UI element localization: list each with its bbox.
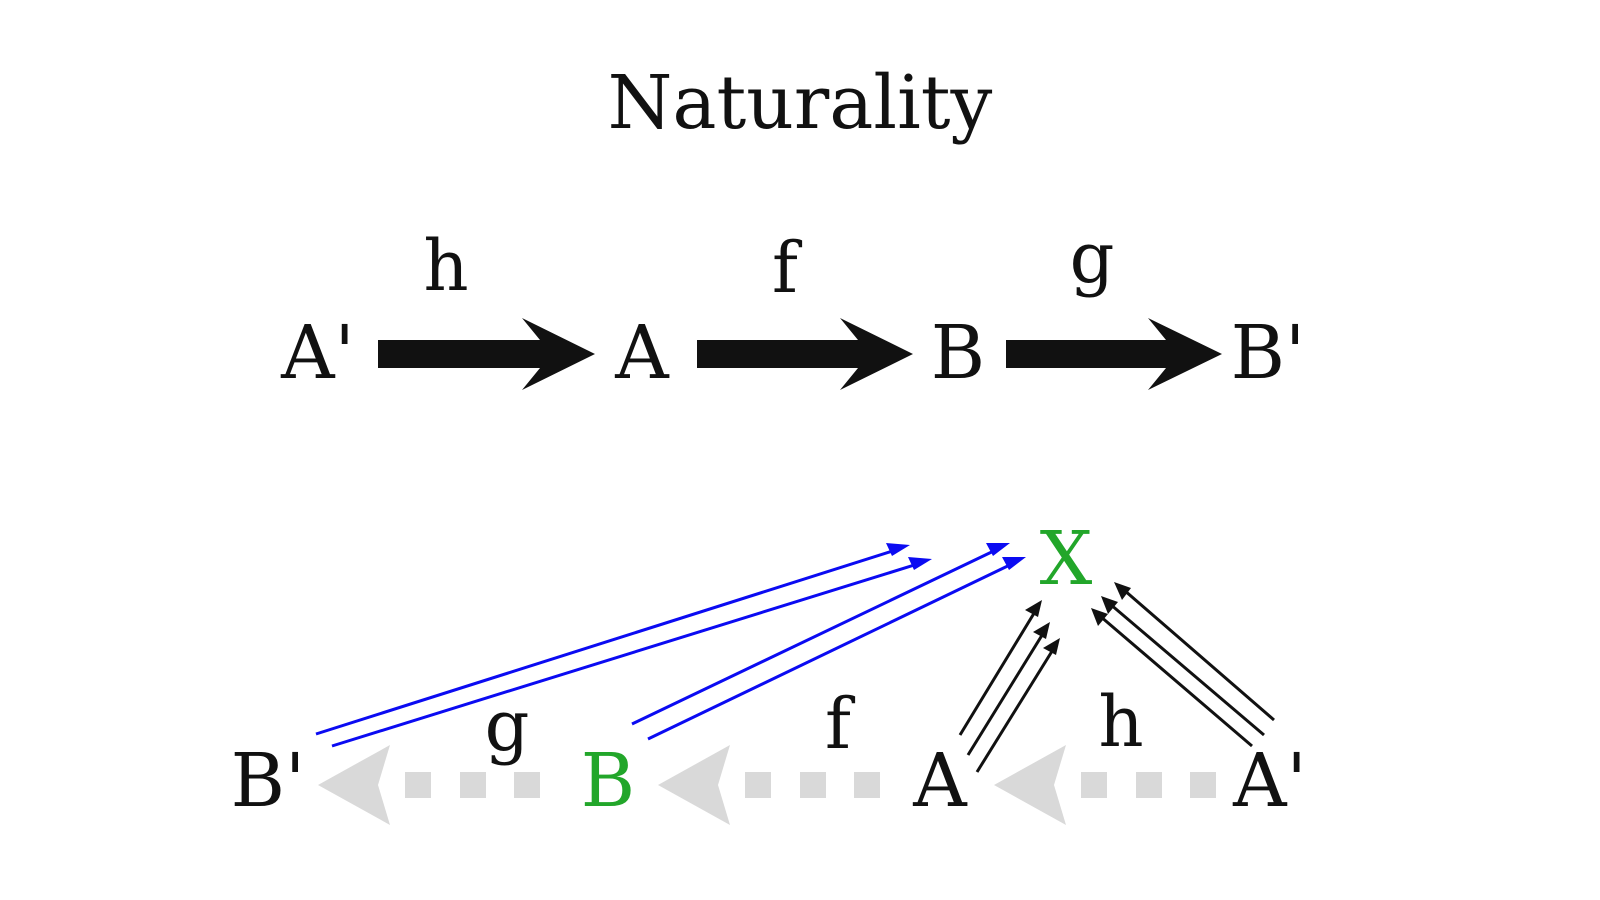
arrowheads-a-prime bbox=[1091, 582, 1131, 626]
top-morphism-g: g bbox=[1070, 217, 1115, 299]
arrows-a-prime-to-x bbox=[1099, 588, 1275, 748]
bottom-morphism-h: h bbox=[1098, 681, 1143, 763]
arrows-a-to-x bbox=[958, 609, 1056, 773]
faded-arrow-h bbox=[994, 745, 1216, 825]
arrows-b-to-x bbox=[631, 546, 1017, 741]
top-row: A' A B B' h f g bbox=[280, 217, 1305, 396]
page-title: Naturality bbox=[608, 60, 993, 146]
bottom-object-b-prime: B' bbox=[231, 738, 306, 824]
bottom-object-a-prime: A' bbox=[1232, 738, 1307, 824]
faded-arrow-f bbox=[658, 745, 880, 825]
arrows-b-prime-to-x bbox=[315, 546, 925, 748]
top-object-a-prime: A' bbox=[280, 310, 355, 396]
top-object-b: B bbox=[931, 310, 985, 396]
arrowheads-b bbox=[986, 543, 1026, 570]
top-morphism-h: h bbox=[423, 225, 468, 307]
apex-object-x: X bbox=[1040, 516, 1093, 602]
bottom-object-a: A bbox=[912, 738, 968, 824]
top-arrow-h bbox=[378, 318, 595, 390]
top-arrow-f bbox=[697, 318, 913, 390]
bottom-morphism-g: g bbox=[485, 685, 530, 767]
arrowheads-a bbox=[1025, 600, 1060, 655]
bottom-object-b: B bbox=[581, 738, 635, 824]
top-morphism-f: f bbox=[772, 227, 803, 309]
arrowheads-b-prime bbox=[886, 543, 932, 570]
faded-arrow-g bbox=[318, 745, 540, 825]
top-object-a: A bbox=[614, 310, 670, 396]
top-object-b-prime: B' bbox=[1231, 310, 1306, 396]
bottom-morphism-f: f bbox=[825, 683, 856, 765]
bottom-row: B' B A A' X g f h bbox=[231, 516, 1307, 825]
top-arrow-g bbox=[1006, 318, 1222, 390]
